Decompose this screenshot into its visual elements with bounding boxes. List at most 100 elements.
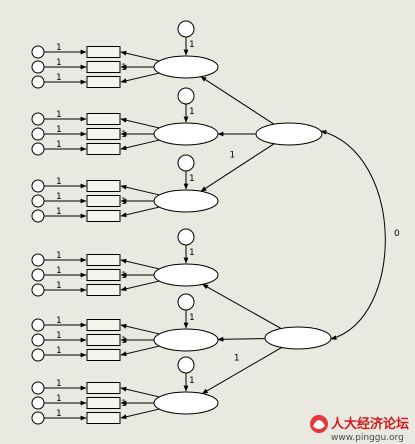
observed-indicator-box bbox=[86, 143, 121, 155]
factor-loading-arrow bbox=[120, 206, 160, 218]
error-term-circle bbox=[31, 194, 45, 208]
observed-indicator-box bbox=[86, 269, 121, 281]
error-path-label: 1 bbox=[56, 177, 62, 187]
observed-indicator-box bbox=[86, 319, 121, 331]
error-term-circle bbox=[31, 60, 45, 74]
factor-loading-arrow bbox=[120, 280, 160, 292]
second-order-fixed-label: 1 bbox=[234, 354, 240, 364]
covariance-label: 0 bbox=[394, 229, 400, 239]
latent-factor-ellipse bbox=[153, 263, 219, 287]
disturbance-path-label: 1 bbox=[189, 107, 195, 117]
error-term-circle bbox=[31, 142, 45, 156]
factor-loading-arrow bbox=[120, 139, 160, 151]
error-term-circle bbox=[31, 333, 45, 347]
second-order-path-arrow bbox=[202, 283, 282, 329]
error-path-label: 1 bbox=[56, 409, 62, 419]
observed-indicator-box bbox=[86, 382, 121, 394]
factor-loading-arrow bbox=[120, 408, 160, 420]
error-path-label: 1 bbox=[56, 207, 62, 217]
error-path-label: 1 bbox=[56, 110, 62, 120]
second-order-path-arrow bbox=[200, 76, 275, 125]
observed-indicator-box bbox=[86, 61, 121, 73]
observed-indicator-box bbox=[86, 349, 121, 361]
disturbance-path-label: 1 bbox=[189, 248, 195, 258]
loading-fixed-label: 1 bbox=[121, 63, 127, 73]
observed-indicator-box bbox=[86, 195, 121, 207]
factor-loading-arrow bbox=[120, 323, 160, 335]
error-term-circle bbox=[31, 381, 45, 395]
pinggu-logo bbox=[310, 415, 328, 433]
observed-indicator-box bbox=[86, 254, 121, 266]
error-term-circle bbox=[31, 127, 45, 141]
latent-factor-ellipse bbox=[153, 122, 219, 146]
error-path-label: 1 bbox=[56, 58, 62, 68]
error-path-label: 1 bbox=[56, 331, 62, 341]
disturbance-circle bbox=[177, 154, 195, 172]
observed-indicator-box bbox=[86, 284, 121, 296]
error-path-label: 1 bbox=[56, 266, 62, 276]
error-path-label: 1 bbox=[56, 192, 62, 202]
observed-indicator-box bbox=[86, 397, 121, 409]
error-term-circle bbox=[31, 318, 45, 332]
error-term-circle bbox=[31, 411, 45, 425]
disturbance-circle bbox=[177, 293, 195, 311]
second-order-path-arrow bbox=[217, 336, 266, 342]
error-term-circle bbox=[31, 209, 45, 223]
loading-fixed-label: 1 bbox=[121, 130, 127, 140]
disturbance-path-label: 1 bbox=[189, 376, 195, 386]
factor-loading-arrow bbox=[120, 258, 160, 270]
error-term-circle bbox=[31, 179, 45, 193]
error-path-label: 1 bbox=[56, 281, 62, 291]
error-term-circle bbox=[31, 283, 45, 297]
loading-fixed-label: 1 bbox=[121, 399, 127, 409]
error-path-label: 1 bbox=[56, 140, 62, 150]
loading-fixed-label: 1 bbox=[121, 271, 127, 281]
disturbance-path-label: 1 bbox=[189, 40, 195, 50]
factor-loading-arrow bbox=[120, 117, 160, 129]
second-order-path-arrow bbox=[201, 347, 282, 394]
error-path-label: 1 bbox=[56, 251, 62, 261]
error-term-circle bbox=[31, 45, 45, 59]
disturbance-path-label: 1 bbox=[189, 313, 195, 323]
error-term-circle bbox=[31, 112, 45, 126]
disturbance-circle bbox=[177, 87, 195, 105]
covariance-curve bbox=[320, 130, 386, 340]
error-path-label: 1 bbox=[56, 125, 62, 135]
loading-fixed-label: 1 bbox=[121, 197, 127, 207]
error-term-circle bbox=[31, 268, 45, 282]
error-path-label: 1 bbox=[56, 43, 62, 53]
observed-indicator-box bbox=[86, 210, 121, 222]
second-order-path-arrow bbox=[200, 143, 275, 192]
observed-indicator-box bbox=[86, 113, 121, 125]
factor-loading-arrow bbox=[120, 386, 160, 398]
error-path-label: 1 bbox=[56, 316, 62, 326]
disturbance-path-label: 1 bbox=[189, 174, 195, 184]
disturbance-circle bbox=[177, 356, 195, 374]
observed-indicator-box bbox=[86, 46, 121, 58]
second-order-factor-ellipse bbox=[264, 326, 332, 350]
error-path-label: 1 bbox=[56, 346, 62, 356]
error-term-circle bbox=[31, 75, 45, 89]
observed-indicator-box bbox=[86, 412, 121, 424]
factor-loading-arrow bbox=[120, 50, 160, 62]
error-term-circle bbox=[31, 396, 45, 410]
error-path-label: 1 bbox=[56, 379, 62, 389]
watermark-url: www.pinggu.org bbox=[331, 433, 404, 443]
observed-indicator-box bbox=[86, 128, 121, 140]
loading-fixed-label: 1 bbox=[121, 336, 127, 346]
latent-factor-ellipse bbox=[153, 189, 219, 213]
observed-indicator-box bbox=[86, 334, 121, 346]
disturbance-circle bbox=[177, 20, 195, 38]
observed-indicator-box bbox=[86, 180, 121, 192]
watermark: 人大经济论坛 www.pinggu.org bbox=[310, 415, 409, 443]
latent-factor-ellipse bbox=[153, 391, 219, 415]
error-path-label: 1 bbox=[56, 73, 62, 83]
watermark-site-name: 人大经济论坛 bbox=[331, 416, 409, 432]
disturbance-circle bbox=[177, 228, 195, 246]
latent-factor-ellipse bbox=[153, 328, 219, 352]
observed-indicator-box bbox=[86, 76, 121, 88]
factor-loading-arrow bbox=[120, 184, 160, 196]
error-path-label: 1 bbox=[56, 394, 62, 404]
